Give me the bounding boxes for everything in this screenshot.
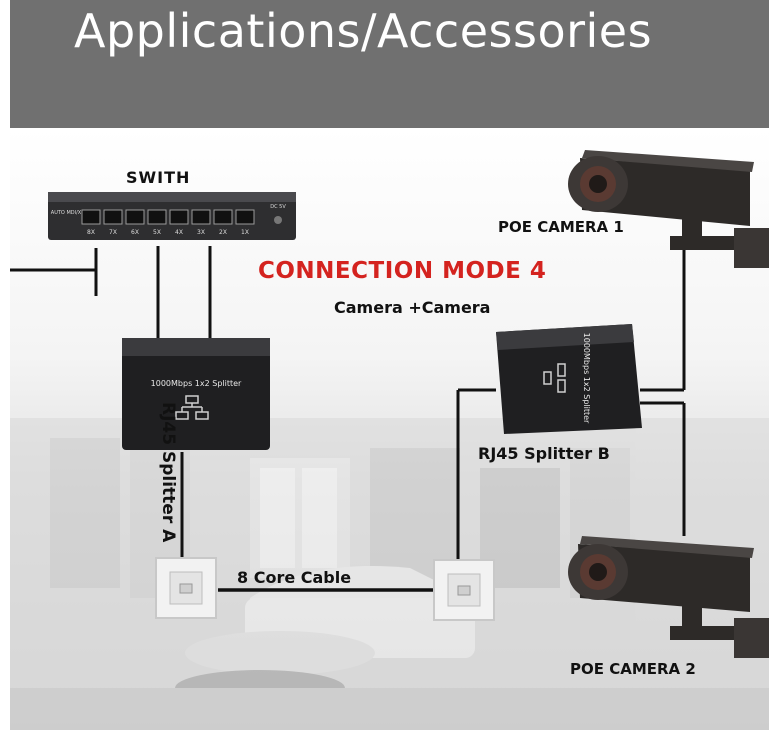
switch-dc-label: DC 5V bbox=[270, 204, 286, 210]
camera-1-label: POE CAMERA 1 bbox=[498, 218, 624, 236]
splitter-icon bbox=[543, 363, 566, 393]
port-label: 2X bbox=[219, 229, 227, 236]
diagram-canvas: 8X 7X 6X 5X 4X 3X 2X 1X AUTO MDI/X DC 5V bbox=[10, 150, 769, 730]
splitter-a-device-text: 1000Mbps 1x2 Splitter bbox=[151, 379, 242, 388]
switch-port-labels: 8X 7X 6X 5X 4X 3X 2X 1X AUTO MDI/X DC 5V bbox=[51, 204, 287, 236]
connection-mode-subtitle: Camera +Camera bbox=[334, 298, 491, 317]
splitter-a-device: 1000Mbps 1x2 Splitter bbox=[122, 338, 270, 450]
port-label: 3X bbox=[197, 229, 205, 236]
splitter-b-device-text: 1000Mbps 1x2 Splitter bbox=[582, 333, 591, 424]
header-banner: Applications/Accessories bbox=[10, 0, 769, 128]
security-camera-icon bbox=[568, 536, 769, 658]
port-label: 5X bbox=[153, 229, 161, 236]
page-title: Applications/Accessories bbox=[74, 4, 653, 58]
wall-socket-icon bbox=[155, 557, 217, 619]
network-switch-icon bbox=[48, 192, 296, 240]
security-camera-icon bbox=[568, 150, 769, 268]
port-label: 8X bbox=[87, 229, 95, 236]
splitter-b-device: 1000Mbps 1x2 Splitter bbox=[496, 324, 642, 434]
connection-diagram: 8X 7X 6X 5X 4X 3X 2X 1X AUTO MDI/X DC 5V bbox=[10, 128, 769, 730]
cables bbox=[10, 246, 686, 592]
port-label: 4X bbox=[175, 229, 183, 236]
splitter-icon bbox=[175, 395, 209, 420]
wall-socket-icon bbox=[433, 559, 495, 621]
splitter-a-label: RJ45 Splitter A bbox=[158, 402, 178, 543]
cable-label: 8 Core Cable bbox=[237, 568, 352, 587]
port-label: 7X bbox=[109, 229, 117, 236]
connection-mode-title: CONNECTION MODE 4 bbox=[258, 258, 547, 284]
camera-2-label: POE CAMERA 2 bbox=[570, 660, 696, 678]
splitter-b-label: RJ45 Splitter B bbox=[478, 444, 610, 463]
switch-badge: AUTO MDI/X bbox=[51, 210, 82, 216]
switch-label: SWITH bbox=[126, 168, 191, 187]
port-label: 1X bbox=[241, 229, 249, 236]
port-label: 6X bbox=[131, 229, 139, 236]
